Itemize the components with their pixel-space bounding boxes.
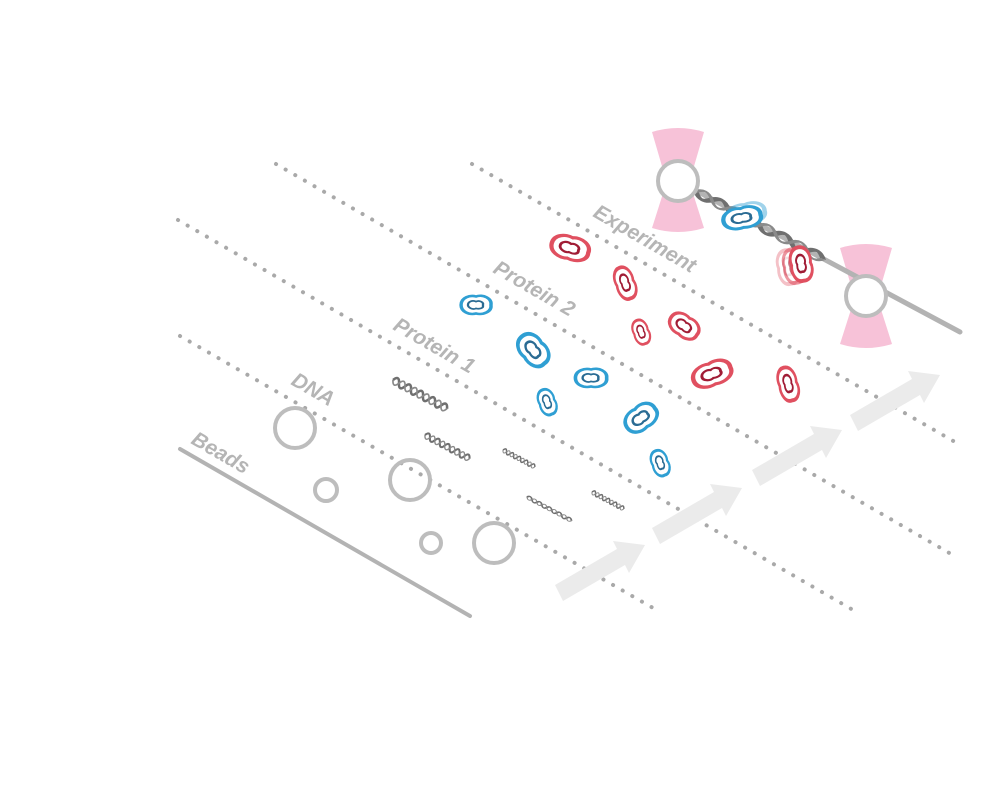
bead-circle-icon [472, 521, 516, 565]
beads [273, 406, 516, 565]
bead-circle-icon [419, 531, 443, 555]
label-protein2: Protein 2 [490, 256, 580, 321]
dna-helix-icon [501, 447, 537, 470]
protein-blob-icon [533, 385, 561, 419]
dna-helix-icon [422, 431, 473, 463]
bead-circle-icon [313, 477, 339, 503]
protein-blob-icon [510, 326, 556, 373]
dna-helix-icon [525, 494, 574, 524]
lane-divider-2 [176, 218, 862, 616]
flow-arrow-icon [752, 426, 842, 486]
tether-line [675, 178, 963, 335]
dna-strands [389, 375, 626, 524]
label-protein1: Protein 1 [390, 313, 479, 378]
bead-circle-icon [273, 406, 317, 450]
protein-blob-icon [609, 262, 642, 304]
protein-blob-icon [663, 306, 705, 345]
protein-blob-icon [646, 446, 674, 480]
protein-blob-icon [549, 232, 591, 263]
protein-blob-icon [690, 357, 734, 391]
flow-arrows [555, 371, 940, 601]
bead-circle-icon [388, 458, 432, 502]
dna-helix-icon [389, 375, 451, 414]
flow-cell-edge [178, 447, 472, 618]
bead-circle-icon [656, 159, 700, 203]
label-dna: DNA [288, 368, 339, 411]
bead-circle-icon [844, 274, 888, 318]
protein-blob-icon [773, 363, 804, 405]
protein-blob-icon [628, 316, 654, 348]
experiment-assembly [652, 128, 963, 348]
protein-blob-icon [618, 397, 664, 439]
dna-helix-icon [590, 489, 626, 512]
flow-arrow-icon [850, 371, 940, 431]
flow-arrow-icon [652, 484, 742, 544]
flow-arrow-icon [555, 541, 645, 601]
lane-dividers [176, 162, 964, 616]
lane-divider-3 [274, 162, 960, 560]
protein-blob-icon [573, 366, 609, 389]
lane-divider-1 [178, 334, 662, 614]
protein-blob-icon [459, 294, 493, 316]
